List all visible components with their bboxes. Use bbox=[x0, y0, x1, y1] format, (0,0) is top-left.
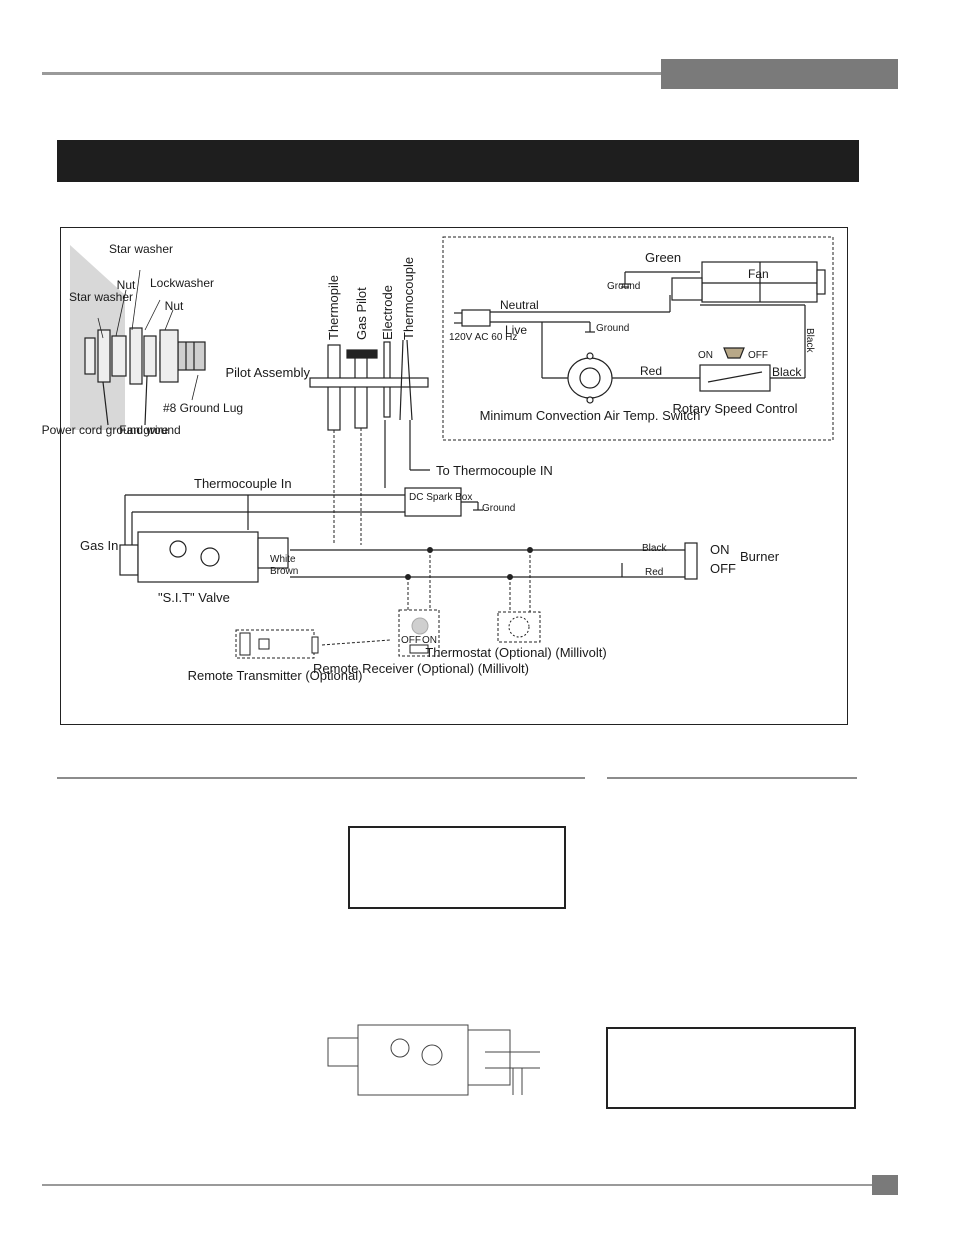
star-washer-label-left: Star washer bbox=[69, 290, 133, 304]
black-wire-label-burner: Black bbox=[642, 543, 667, 554]
valve-circuit-dashed-wiring bbox=[333, 428, 531, 612]
white-wire-label: White bbox=[270, 554, 296, 565]
red-wire-label-burner: Red bbox=[645, 567, 663, 578]
black-wire-label: Black bbox=[772, 365, 802, 379]
min-convection-label: Minimum Convection Air Temp. Switch bbox=[480, 408, 701, 423]
burner-label: Burner bbox=[740, 549, 780, 564]
lockwasher-label: Lockwasher bbox=[150, 276, 214, 290]
red-wire-label: Red bbox=[640, 364, 662, 378]
thermocouple-in-label: Thermocouple In bbox=[194, 476, 292, 491]
neutral-label: Neutral bbox=[500, 298, 539, 312]
rotary-speed-control bbox=[699, 347, 771, 392]
receiver-off-label: OFF bbox=[401, 635, 421, 646]
plug-rating-label: 120V AC 60 Hz bbox=[449, 332, 517, 343]
nut-label-left: Nut bbox=[117, 278, 136, 292]
fan-circuit-box bbox=[442, 236, 834, 441]
star-washer-label-top: Star washer bbox=[109, 242, 173, 256]
black-vertical-label: Black bbox=[804, 328, 815, 353]
fan-label: Fan bbox=[748, 267, 769, 281]
note-box-left bbox=[348, 826, 566, 909]
to-thermocouple-label: To Thermocouple IN bbox=[436, 463, 553, 478]
switch-on-label: ON bbox=[698, 350, 713, 361]
burner-off-label: OFF bbox=[710, 561, 736, 576]
spark-box-label: DC Spark Box bbox=[409, 492, 472, 503]
pilot-assembly-label: Pilot Assembly bbox=[225, 365, 310, 380]
fan-circuit-wiring bbox=[490, 271, 806, 379]
remote-transmitter bbox=[235, 629, 391, 659]
switch-off-label: OFF bbox=[748, 350, 768, 361]
rotary-speed-label: Rotary Speed Control bbox=[672, 401, 797, 416]
spark-ground-label: Ground bbox=[482, 503, 515, 514]
live-label: Live bbox=[505, 323, 527, 337]
remote-receiver-label: Remote Receiver (Optional) (Millivolt) bbox=[313, 661, 529, 676]
fan-green-label: Green bbox=[645, 250, 681, 265]
brown-wire-label: Brown bbox=[270, 566, 298, 577]
power-cord-ground-label: Power cord ground wire bbox=[42, 423, 169, 437]
thermostat bbox=[497, 611, 541, 643]
thermocouple-label: Thermocouple bbox=[401, 257, 416, 340]
thermostat-label: Thermostat (Optional) (Millivolt) bbox=[425, 645, 606, 660]
electrode-label: Electrode bbox=[380, 285, 395, 340]
thermopile-label: Thermopile bbox=[326, 275, 341, 340]
sit-valve-label: "S.I.T" Valve bbox=[158, 590, 230, 605]
ground-hardware-assembly bbox=[70, 245, 206, 430]
valve-circuit-wiring bbox=[124, 420, 685, 578]
note-box-right bbox=[606, 1027, 856, 1109]
burner-switch bbox=[684, 542, 698, 580]
fan-ground-label: Fan ground bbox=[119, 423, 180, 437]
ground-lug-label: #8 Ground Lug bbox=[163, 401, 243, 415]
power-plug bbox=[454, 309, 491, 327]
sit-valve bbox=[119, 531, 289, 583]
fan-unit bbox=[671, 261, 826, 303]
valve-detail-drawing bbox=[327, 1024, 540, 1096]
gas-pilot-label: Gas Pilot bbox=[354, 287, 369, 340]
footer-tab bbox=[872, 1175, 898, 1195]
remote-receiver bbox=[398, 609, 440, 657]
wiring-diagram-frame bbox=[60, 227, 848, 725]
header-rule bbox=[42, 72, 662, 75]
header-tab bbox=[661, 59, 898, 89]
burner-on-label: ON bbox=[710, 542, 730, 557]
nut-label-right: Nut bbox=[165, 299, 184, 313]
gas-in-label: Gas In bbox=[80, 538, 118, 553]
ground-label: Ground bbox=[596, 323, 629, 334]
pilot-assembly bbox=[309, 339, 429, 431]
junction-dots bbox=[405, 547, 533, 580]
section-banner bbox=[57, 140, 859, 182]
receiver-on-label: ON bbox=[422, 635, 437, 646]
remote-transmitter-label: Remote Transmitter (Optional) bbox=[188, 668, 363, 683]
min-convection-switch bbox=[567, 352, 613, 404]
